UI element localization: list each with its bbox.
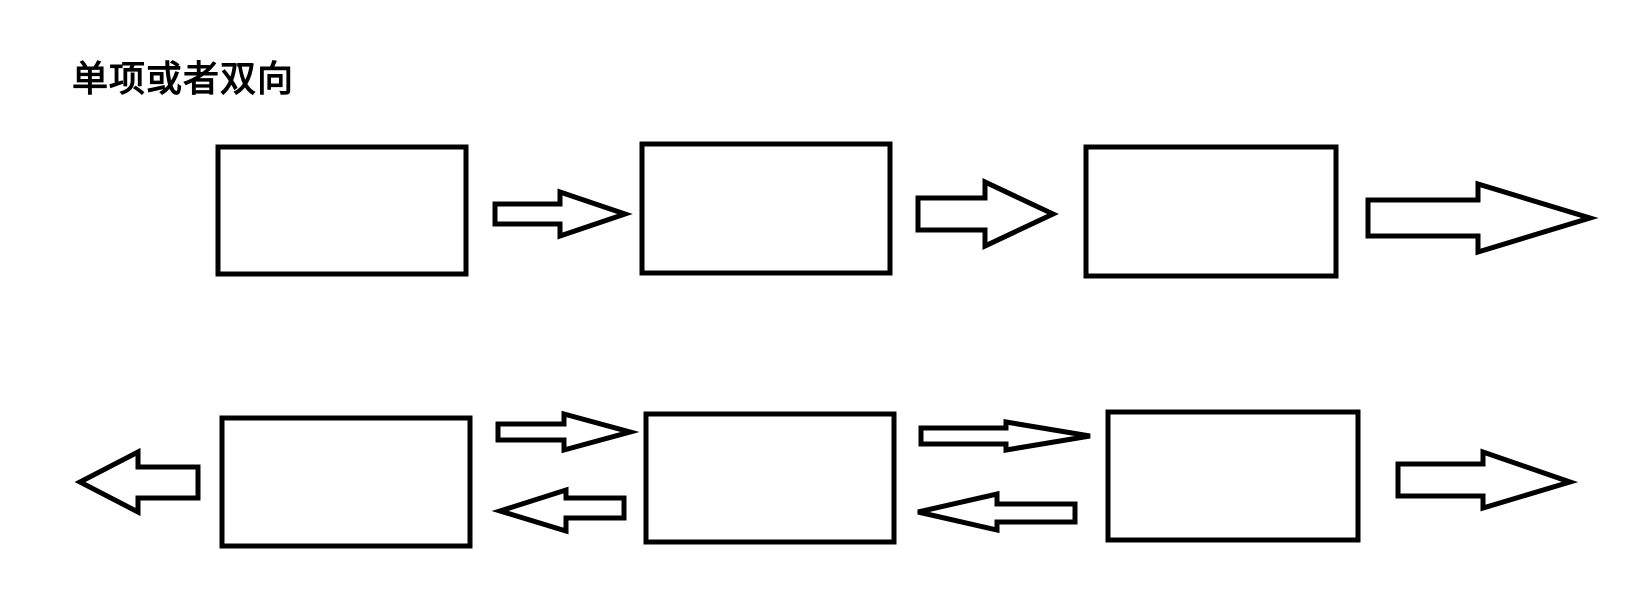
arrow-right-icon	[492, 188, 633, 240]
arrow-left-icon	[917, 490, 1078, 534]
arrow-left-icon	[491, 486, 627, 535]
node-box	[643, 411, 897, 545]
arrow-right-icon	[495, 410, 640, 454]
row-bi-direction	[74, 409, 1579, 549]
arrow-right-icon	[1365, 180, 1599, 256]
diagram-title: 单项或者双向	[72, 59, 295, 100]
row-single-direction	[215, 141, 1599, 279]
node-box	[1105, 409, 1361, 543]
arrow-right-icon	[915, 178, 1059, 250]
arrow-right-icon	[918, 419, 1091, 453]
node-box	[1083, 144, 1339, 279]
arrow-right-icon	[1395, 448, 1579, 512]
node-box	[215, 144, 469, 277]
node-box	[639, 141, 893, 276]
arrow-left-icon	[74, 447, 201, 517]
node-box	[219, 415, 473, 549]
